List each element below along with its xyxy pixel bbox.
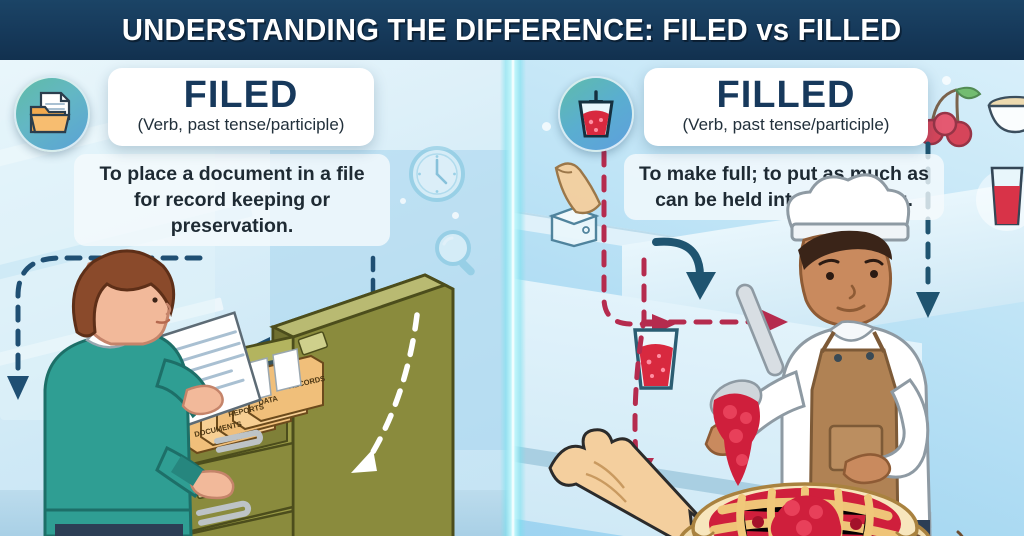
bowl-of-flour-icon xyxy=(984,88,1024,138)
decorative-dot xyxy=(542,122,551,131)
panel-filed: DOCUMENTS REPORTS DATA RECORDS xyxy=(0,60,512,536)
glass-being-filled-icon xyxy=(558,76,634,152)
cherry-pie xyxy=(670,432,940,536)
left-flow-arrow xyxy=(0,150,210,410)
filled-glass-icon xyxy=(625,322,687,394)
pour-arrow xyxy=(642,232,732,312)
panel-filled: FILLED (Verb, past tense/participle) To … xyxy=(512,60,1024,536)
magnifier-icon xyxy=(430,225,486,281)
word-filed: FILED xyxy=(183,74,299,116)
word-card-filed: FILED (Verb, past tense/participle) xyxy=(108,68,374,146)
definition-filed: To place a document in a file for record… xyxy=(74,154,390,246)
clock-icon xyxy=(408,145,466,203)
part-of-speech-filled: (Verb, past tense/participle) xyxy=(682,115,890,134)
decorative-dot xyxy=(452,212,459,219)
word-filled: FILLED xyxy=(716,74,856,116)
filling-box-icon xyxy=(534,160,624,248)
spoon-with-cherry-filling xyxy=(709,283,862,488)
panel-divider xyxy=(500,60,526,536)
document-folder-icon xyxy=(14,76,90,152)
bowl-of-cherries xyxy=(894,530,1024,536)
glass-of-juice-icon xyxy=(974,152,1024,240)
decorative-dot xyxy=(400,198,406,204)
page-title: UNDERSTANDING THE DIFFERENCE: FILED vs F… xyxy=(122,12,902,47)
word-card-filled: FILLED (Verb, past tense/participle) xyxy=(644,68,928,146)
woman-filing-document xyxy=(15,240,275,536)
decorative-dot xyxy=(942,76,951,85)
header-bar: UNDERSTANDING THE DIFFERENCE: FILED vs F… xyxy=(0,0,1024,60)
part-of-speech-filed: (Verb, past tense/participle) xyxy=(137,115,345,134)
